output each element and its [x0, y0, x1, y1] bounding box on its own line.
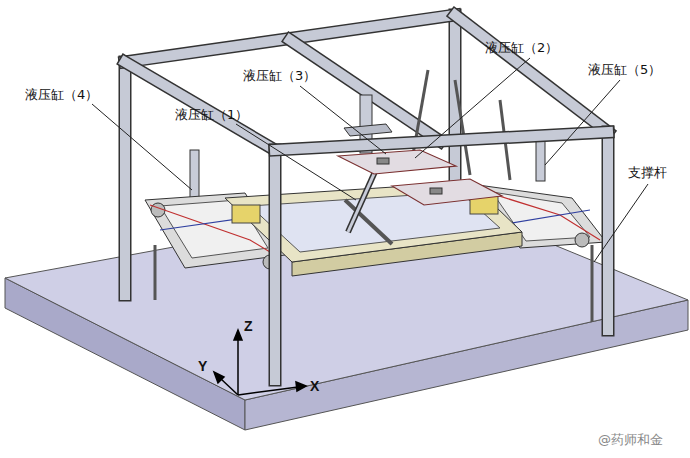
top-plate: [392, 179, 502, 205]
callout-label: 液压缸（1）: [175, 107, 248, 123]
axis-triad: [214, 330, 306, 395]
plate-joint: [377, 158, 389, 164]
callout-label: 液压缸（3）: [243, 68, 316, 84]
axis-label: X: [310, 378, 319, 395]
leader-line: [92, 58, 648, 262]
frame-back: [125, 15, 608, 295]
top-plate: [338, 150, 456, 174]
cylinder-mount: [344, 124, 392, 136]
callout-label: 液压缸（2）: [485, 40, 558, 56]
left-arm-inner: [160, 200, 268, 258]
support-rod: [591, 245, 594, 322]
cylinder-4: [190, 150, 199, 200]
axis-label: Z: [244, 318, 253, 335]
callout-label: 液压缸（4）: [25, 87, 98, 103]
actuator-block: [232, 205, 260, 223]
roller: [575, 233, 589, 247]
plate-joint: [430, 188, 442, 194]
frame-front: [275, 132, 608, 380]
callout-label: 支撑杆: [628, 165, 667, 181]
cylinder-1: [348, 165, 378, 232]
cylinder-1: [348, 165, 378, 232]
callout-label: 液压缸（5）: [588, 62, 661, 78]
watermark: @药师和金: [598, 432, 663, 448]
axis-label: Y: [198, 358, 207, 375]
support-rod: [154, 245, 157, 300]
